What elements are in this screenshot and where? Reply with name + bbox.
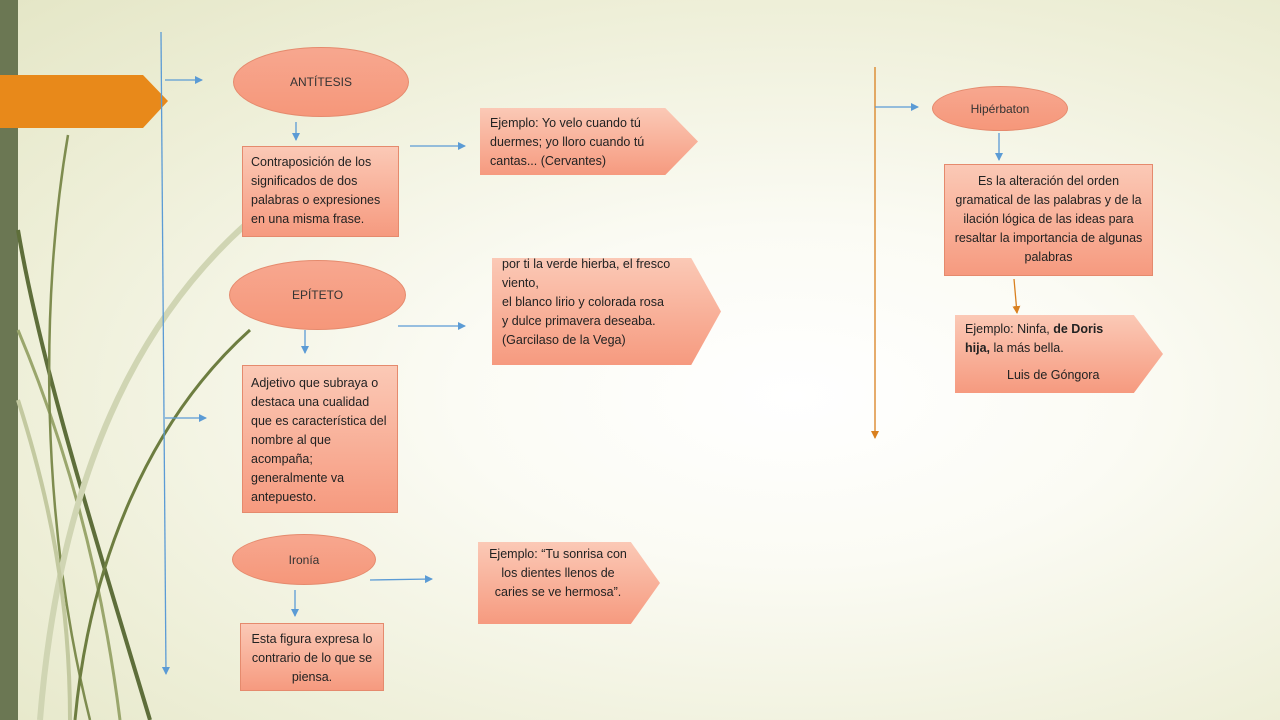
antitesis-node: ANTÍTESIS [233,47,409,117]
hiperbaton-example-author: Luis de Góngora [1007,368,1100,382]
hiperbaton-example-bold: de Doris [1053,322,1104,336]
grass-stroke [16,399,72,720]
main-vertical-line [160,31,170,675]
hiperbaton-node: Hipérbaton [932,86,1068,131]
hiperbaton-example-suffix: la más bella. [990,341,1064,355]
hiperbaton-example-prefix: Ejemplo: Ninfa, [965,322,1054,336]
epiteto-example-line: (Garcilaso de la Vega) [502,333,626,347]
accent-tab [0,75,168,128]
epiteto-example: por ti la verde hierba, el fresco viento… [492,258,721,365]
antitesis-definition: Contraposición de los significados de do… [242,146,399,237]
hiperbaton-example: Ejemplo: Ninfa, de Doris hija, la más be… [955,315,1163,393]
hiperbaton-example-bold: hija, [965,341,991,355]
epiteto-example-line: por ti la verde hierba, el fresco viento… [502,257,671,290]
arrow-to-ironia-example [369,575,433,584]
ironia-definition: Esta figura expresa lo contrario de lo q… [240,623,384,691]
epiteto-example-line: y dulce primavera deseaba. [502,314,656,328]
antitesis-example: Ejemplo: Yo velo cuando tú duermes; yo l… [480,108,698,175]
epiteto-node: EPÍTETO [229,260,406,330]
grass-stroke [37,222,248,720]
grass-stroke [47,134,92,720]
ironia-node: Ironía [232,534,376,585]
grass-stroke [16,229,152,720]
epiteto-definition: Adjetivo que subraya o destaca una cuali… [242,365,398,513]
ironia-example: Ejemplo: “Tu sonrisa con los dientes lle… [478,542,660,624]
arrow-to-hiperbaton-example [1012,278,1021,314]
sidebar-bar [0,0,18,720]
hiperbaton-definition: Es la alteración del orden gramatical de… [944,164,1153,276]
decorative-grass [16,134,252,720]
grass-stroke [73,328,252,720]
epiteto-example-line: el blanco lirio y colorada rosa [502,295,664,309]
